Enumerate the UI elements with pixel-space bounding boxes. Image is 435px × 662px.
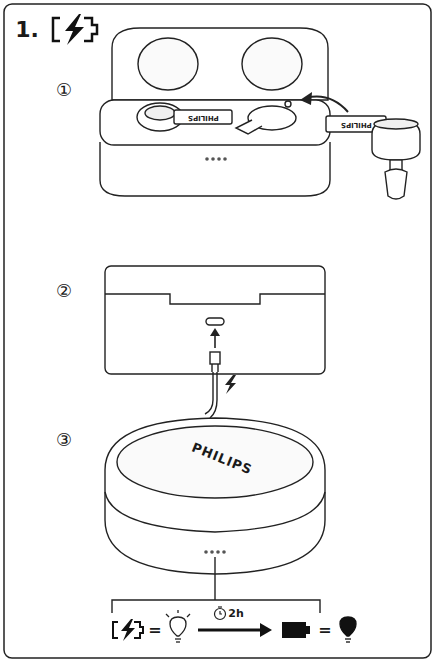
charging-icon-small	[113, 619, 143, 641]
closed-case	[105, 418, 325, 574]
equals-sign: =	[148, 622, 161, 638]
charging-icon	[53, 14, 97, 45]
open-case	[100, 28, 330, 196]
step-number: ①	[56, 81, 72, 99]
step-number: ②	[56, 282, 72, 300]
led-bracket	[112, 557, 320, 613]
usb-cable	[205, 328, 236, 418]
brand-text: PHILIPS	[341, 121, 372, 128]
step-number: 1.	[15, 19, 39, 41]
page-frame	[4, 4, 431, 658]
brand-text: PHILIPS	[188, 114, 219, 121]
case-back	[105, 266, 325, 374]
equals-sign: =	[318, 622, 331, 638]
step-number: ③	[56, 431, 72, 449]
time-arrow	[198, 623, 272, 637]
insert-arrow	[300, 92, 348, 112]
clock-icon	[215, 607, 226, 620]
full-battery	[282, 622, 310, 638]
loose-earbud	[326, 116, 420, 199]
blinking-bulb	[166, 610, 190, 642]
solid-bulb	[340, 617, 356, 642]
duration-label: 2h	[228, 608, 244, 619]
